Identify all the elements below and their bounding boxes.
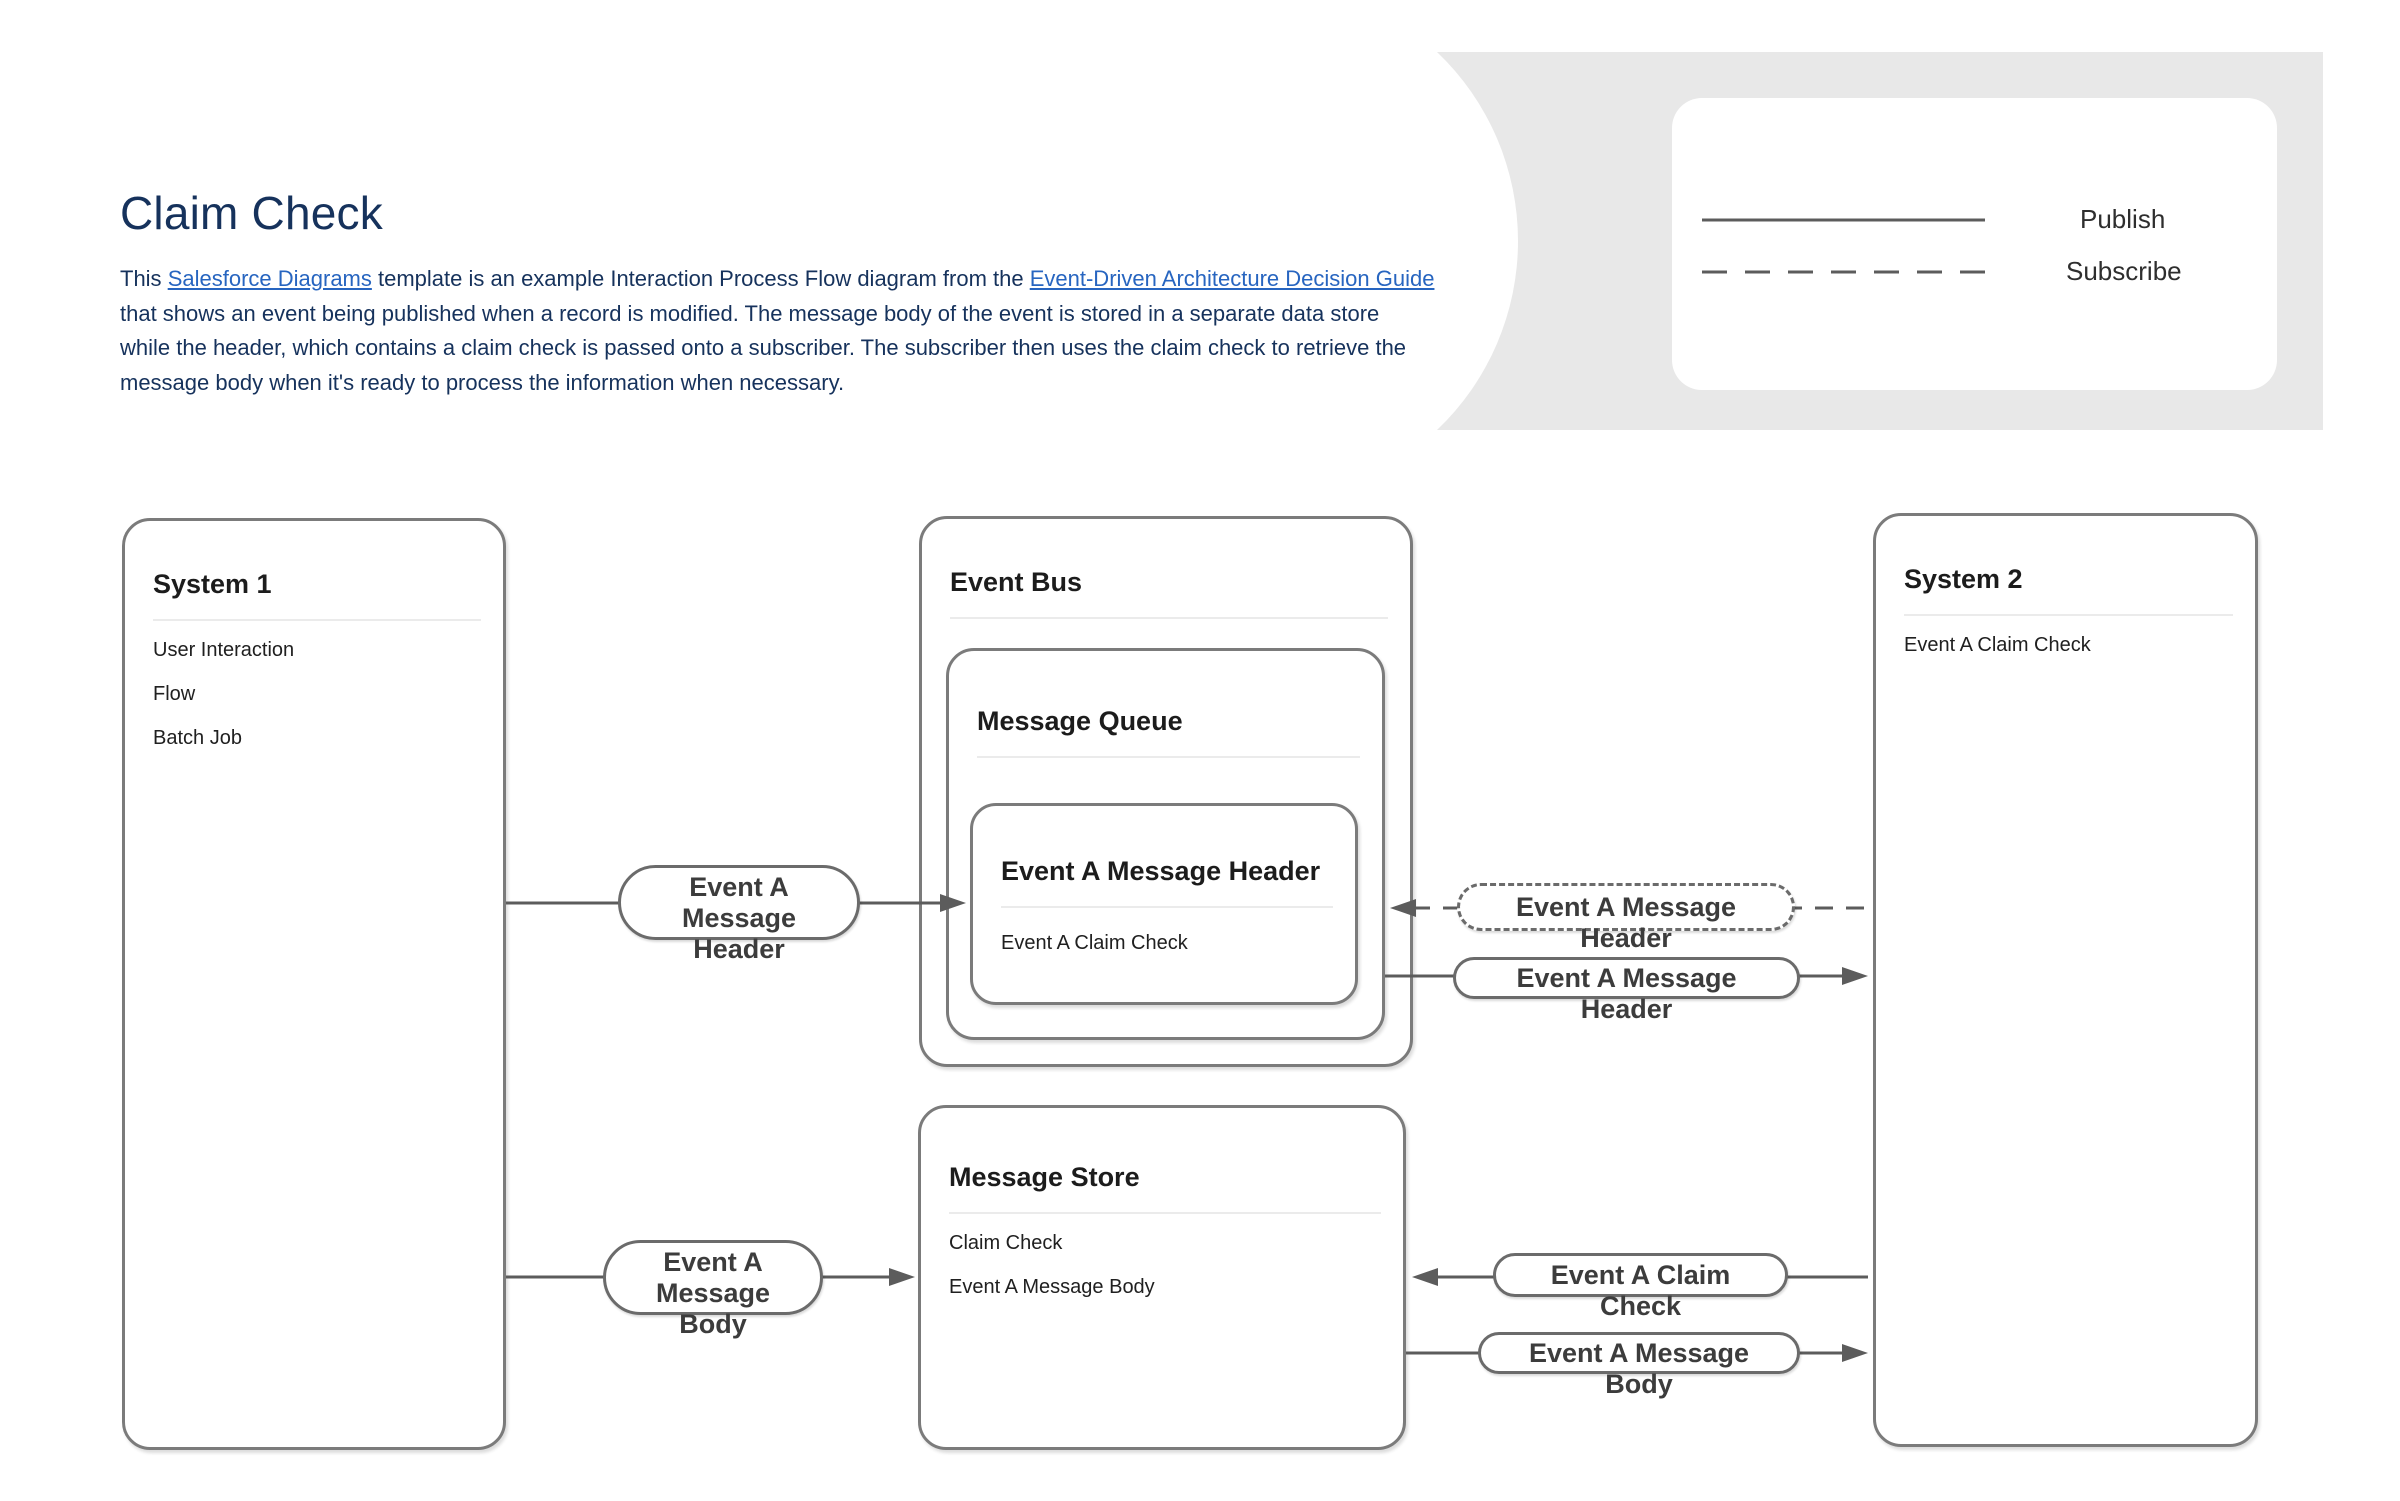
event-driven-guide-link[interactable]: Event-Driven Architecture Decision Guide [1029, 266, 1435, 291]
arrowhead-left-icon [1412, 1268, 1438, 1286]
pill-subscribe-event-a-message-header: Event A Message Header [1457, 883, 1795, 953]
pill-event-a-message-body-to-s2: Event A Message Body [1478, 1332, 1800, 1399]
node-item: User Interaction [153, 639, 295, 661]
arrowhead-right-icon [1842, 1344, 1868, 1362]
node-item: Event A Message Body [949, 1276, 1155, 1298]
node-divider [153, 619, 481, 621]
node-divider [1001, 906, 1333, 908]
node-item: Event A Claim Check [1904, 634, 2091, 656]
node-title: Message Store [949, 1162, 1140, 1192]
node-item: Flow [153, 683, 196, 705]
legend-subscribe-label: Subscribe [2066, 256, 2182, 286]
node-title: System 2 [1904, 564, 2023, 594]
description-text: This [120, 266, 168, 291]
salesforce-diagrams-link[interactable]: Salesforce Diagrams [167, 266, 372, 291]
pill-label: Event A Message Header [1516, 963, 1737, 1024]
node-title: Event A Message Header [1001, 856, 1321, 886]
pill-label: Event A Message Body [1528, 1338, 1750, 1399]
node-divider [949, 1212, 1381, 1214]
description-text: that shows an event being published when… [120, 300, 1407, 395]
node-item: Claim Check [949, 1232, 1063, 1254]
pill-label: Event A Claim Check [1550, 1260, 1731, 1321]
pill-event-a-message-header: Event A Message Header [618, 865, 860, 964]
node-title: Message Queue [977, 706, 1183, 736]
description-text: template is an example Interaction Proce… [371, 266, 1030, 291]
node-title: Event Bus [950, 567, 1083, 597]
arrowhead-right-icon [889, 1268, 915, 1286]
node-divider [977, 756, 1360, 758]
pill-label: Event A Message Body [655, 1247, 771, 1339]
node-item: Event A Claim Check [1001, 932, 1188, 954]
legend-card [1672, 98, 2277, 390]
pill-event-a-message-header-to-s2: Event A Message Header [1453, 957, 1800, 1024]
node-divider [950, 617, 1388, 619]
arrowhead-right-icon [1842, 967, 1868, 985]
pill-event-a-claim-check: Event A Claim Check [1493, 1253, 1788, 1321]
legend-publish-label: Publish [2080, 204, 2166, 234]
node-message-store: Message Store Claim Check Event A Messag… [918, 1105, 1406, 1450]
node-divider [1904, 614, 2233, 616]
node-title: System 1 [153, 569, 272, 599]
node-item: Batch Job [153, 727, 242, 749]
pill-event-a-message-body: Event A Message Body [603, 1240, 823, 1339]
pill-label: Event A Message Header [681, 872, 797, 964]
node-system-2: System 2 Event A Claim Check [1873, 513, 2258, 1447]
pill-label: Event A Message Header [1515, 892, 1737, 953]
node-event-a-message-header: Event A Message Header Event A Claim Che… [970, 803, 1358, 1005]
page-description: This Salesforce Diagrams template is an … [120, 262, 1435, 400]
node-system-1: System 1 User Interaction Flow Batch Job [122, 518, 506, 1450]
page-title: Claim Check [120, 187, 383, 239]
